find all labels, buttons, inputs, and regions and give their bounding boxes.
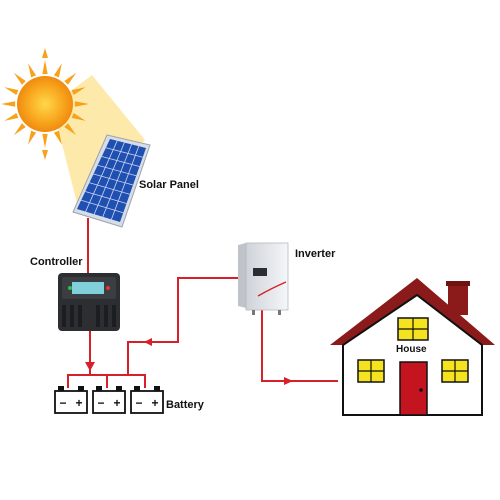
inverter-label: Inverter bbox=[295, 248, 336, 260]
panel-grid-line bbox=[97, 164, 137, 177]
battery-label: Battery bbox=[166, 399, 204, 411]
battery-icon bbox=[54, 386, 88, 414]
battery-neg-symbol: − bbox=[135, 396, 142, 410]
sun-icon bbox=[1, 48, 89, 160]
sun-ray bbox=[28, 130, 37, 145]
panel-grid-line bbox=[89, 182, 130, 195]
sun-ray bbox=[28, 63, 37, 78]
panel-grid-line bbox=[81, 199, 124, 214]
sun-ray bbox=[4, 112, 19, 121]
battery-bank: − + − + − + bbox=[54, 386, 164, 414]
sun-ray bbox=[74, 101, 89, 107]
sun-ray bbox=[13, 72, 26, 85]
sun-ray bbox=[42, 60, 48, 75]
battery-pos-symbol: + bbox=[113, 396, 120, 410]
panel-grid-line bbox=[85, 191, 127, 204]
controller-label: Controller bbox=[30, 256, 83, 268]
sun-ray bbox=[64, 123, 77, 136]
inverter-icon bbox=[238, 242, 289, 315]
sunlight-beam bbox=[52, 75, 145, 215]
window bbox=[441, 359, 469, 383]
sun-ray bbox=[53, 130, 62, 145]
solar-panel-label: Solar Panel bbox=[139, 179, 199, 191]
door bbox=[399, 361, 428, 416]
sun-ray bbox=[4, 87, 19, 96]
sun-ray bbox=[53, 63, 62, 78]
battery-pos-symbol: + bbox=[151, 396, 158, 410]
window bbox=[357, 359, 385, 383]
controller-icon bbox=[58, 273, 120, 331]
sun-ray bbox=[42, 133, 48, 148]
sun-ray bbox=[64, 72, 77, 85]
battery-neg-symbol: − bbox=[59, 396, 66, 410]
sun-ray bbox=[1, 101, 16, 107]
sun-ray bbox=[71, 112, 86, 121]
solar-panel-icon bbox=[72, 134, 151, 228]
sun-ray bbox=[13, 123, 26, 136]
house-label: House bbox=[396, 344, 427, 355]
panel-grid-line bbox=[93, 173, 134, 186]
house-icon bbox=[330, 278, 495, 416]
battery-icon bbox=[92, 386, 126, 414]
panel-grid-line bbox=[105, 147, 143, 158]
sun-ray bbox=[71, 87, 86, 96]
battery-pos-symbol: + bbox=[75, 396, 82, 410]
battery-neg-symbol: − bbox=[97, 396, 104, 410]
panel-grid-line bbox=[101, 156, 140, 167]
window bbox=[397, 317, 429, 341]
flow-arrows bbox=[85, 338, 293, 385]
battery-icon bbox=[130, 386, 164, 414]
